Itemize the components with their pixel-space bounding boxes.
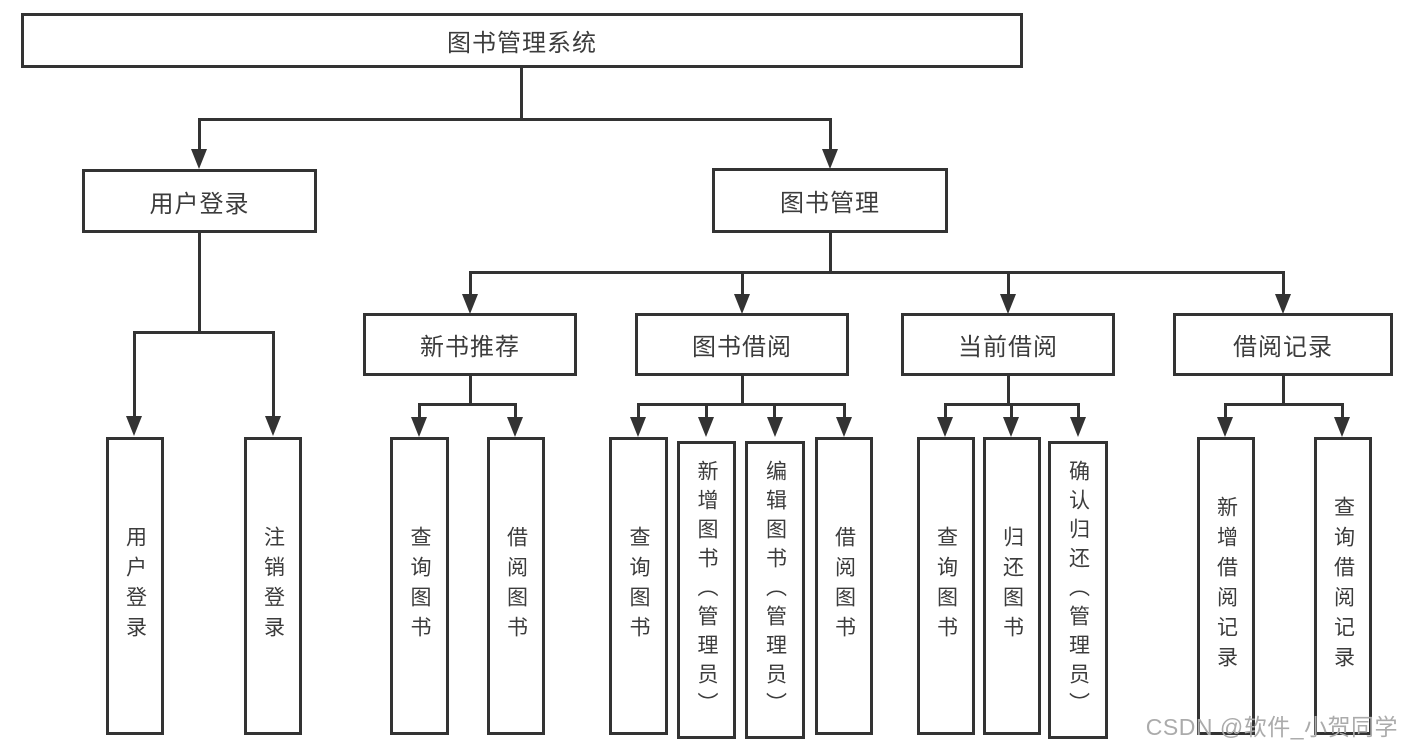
node-borrow-records: 借阅记录	[1173, 313, 1393, 376]
arrow-down-icon	[191, 149, 207, 169]
leaf-recommend-borrow-books: 借阅图书	[487, 437, 545, 735]
leaf-records-add-record: 新增借阅记录	[1197, 437, 1255, 735]
node-label: 确认归还（管理员）	[1066, 459, 1090, 721]
arrow-down-icon	[630, 417, 646, 437]
node-label: 图书管理	[780, 190, 880, 217]
connector-line	[1282, 376, 1285, 406]
arrow-down-icon	[767, 417, 783, 437]
connector-line	[705, 403, 708, 418]
node-label: 编辑图书（管理员）	[763, 459, 787, 721]
arrow-down-icon	[1000, 294, 1016, 314]
connector-line	[514, 403, 517, 418]
connector-line	[1010, 403, 1013, 418]
connector-line	[198, 118, 832, 121]
node-user-login: 用户登录	[82, 169, 317, 233]
node-label: 当前借阅	[958, 334, 1058, 361]
connector-line	[1282, 271, 1285, 295]
arrow-down-icon	[734, 294, 750, 314]
node-label: 用户登录	[123, 526, 147, 646]
connector-line	[829, 233, 832, 274]
connector-line	[272, 331, 275, 417]
csdn-watermark: CSDN @软件_小贺同学	[1145, 714, 1398, 740]
leaf-records-query-record: 查询借阅记录	[1314, 437, 1372, 735]
arrow-down-icon	[1070, 417, 1086, 437]
connector-line	[133, 331, 275, 334]
arrow-down-icon	[1003, 417, 1019, 437]
arrow-down-icon	[822, 149, 838, 169]
node-label: 查询图书	[934, 526, 958, 646]
connector-line	[829, 118, 832, 150]
connector-line	[773, 403, 776, 418]
arrow-down-icon	[698, 417, 714, 437]
node-label: 归还图书	[1000, 526, 1024, 646]
arrow-down-icon	[836, 417, 852, 437]
arrow-down-icon	[1217, 417, 1233, 437]
node-label: 查询借阅记录	[1331, 496, 1355, 676]
connector-line	[637, 403, 640, 418]
connector-line	[469, 271, 472, 295]
connector-line	[1341, 403, 1344, 418]
connector-line	[1224, 403, 1227, 418]
node-label: 图书管理系统	[447, 30, 597, 57]
connector-line	[1007, 271, 1010, 295]
arrow-down-icon	[411, 417, 427, 437]
connector-line	[469, 271, 1285, 274]
connector-line	[469, 376, 472, 406]
connector-line	[520, 68, 523, 120]
connector-line	[198, 233, 201, 334]
node-label: 新增图书（管理员）	[695, 459, 718, 721]
node-new-book-recommend: 新书推荐	[363, 313, 577, 376]
connector-line	[741, 271, 744, 295]
node-label: 借阅记录	[1233, 334, 1333, 361]
arrow-down-icon	[937, 417, 953, 437]
connector-line	[1007, 376, 1010, 406]
leaf-borrow-edit-books-admin: 编辑图书（管理员）	[745, 441, 805, 739]
node-label: 用户登录	[149, 190, 250, 218]
leaf-user-login: 用户登录	[106, 437, 164, 735]
node-label: 图书借阅	[692, 334, 792, 361]
connector-line	[843, 403, 846, 418]
node-label: 借阅图书	[504, 526, 528, 646]
node-label: 查询图书	[627, 526, 650, 646]
connector-line	[944, 403, 947, 418]
connector-line	[418, 403, 517, 406]
connector-line	[741, 376, 744, 406]
leaf-current-confirm-return-admin: 确认归还（管理员）	[1048, 441, 1108, 739]
connector-line	[637, 403, 846, 406]
leaf-logout: 注销登录	[244, 437, 302, 735]
node-label: 新增借阅记录	[1214, 496, 1238, 676]
connector-line	[1077, 403, 1080, 418]
node-label: 注销登录	[261, 526, 285, 646]
node-current-borrow: 当前借阅	[901, 313, 1115, 376]
connector-line	[198, 118, 201, 150]
leaf-borrow-borrow-books: 借阅图书	[815, 437, 873, 735]
leaf-recommend-query-books: 查询图书	[390, 437, 449, 735]
leaf-borrow-add-books-admin: 新增图书（管理员）	[677, 441, 736, 739]
connector-line	[133, 331, 136, 417]
arrow-down-icon	[1334, 417, 1350, 437]
leaf-borrow-query-books: 查询图书	[609, 437, 668, 735]
arrow-down-icon	[265, 416, 281, 436]
node-book-borrow: 图书借阅	[635, 313, 849, 376]
node-root-library-system: 图书管理系统	[21, 13, 1023, 68]
node-label: 新书推荐	[420, 334, 520, 361]
leaf-current-query-books: 查询图书	[917, 437, 975, 735]
leaf-current-return-books: 归还图书	[983, 437, 1041, 735]
arrow-down-icon	[126, 416, 142, 436]
node-label: 查询图书	[408, 526, 431, 646]
node-label: 借阅图书	[832, 526, 856, 646]
connector-line	[418, 403, 421, 418]
arrow-down-icon	[462, 294, 478, 314]
node-book-management: 图书管理	[712, 168, 948, 233]
connector-line	[1224, 403, 1344, 406]
arrow-down-icon	[1275, 294, 1291, 314]
arrow-down-icon	[507, 417, 523, 437]
